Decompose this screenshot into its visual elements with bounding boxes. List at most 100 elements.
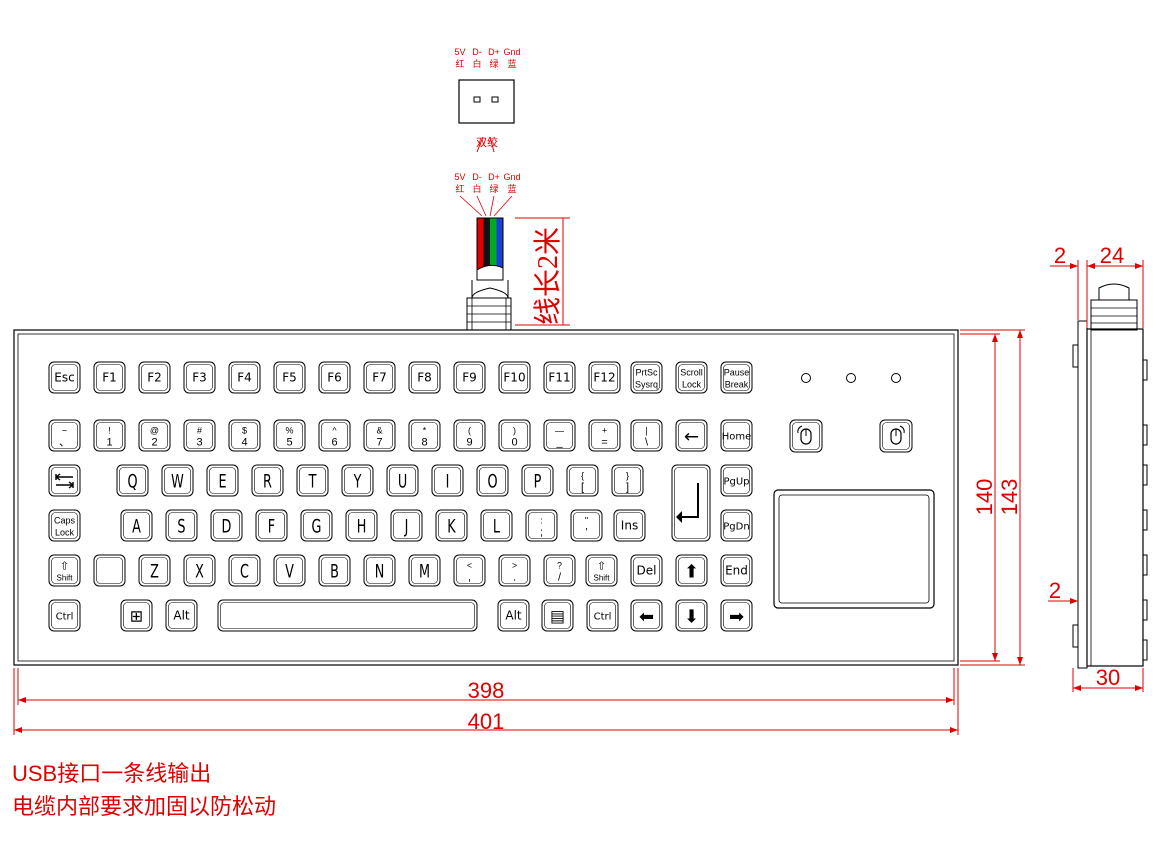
key-label: F4 — [237, 371, 252, 385]
key: P — [521, 464, 554, 497]
key-label: Alt — [505, 609, 522, 623]
key: —_ — [543, 419, 576, 452]
key-inner — [96, 422, 123, 449]
key-label-upper: ^ — [332, 426, 337, 436]
wire-pointer — [489, 195, 495, 217]
key-cap — [273, 419, 306, 452]
key-inner — [591, 364, 618, 391]
key-cap — [120, 509, 153, 542]
dimension-arrow — [14, 727, 22, 733]
key-label-upper: ) — [513, 426, 516, 436]
key: J — [390, 509, 423, 542]
key-cap — [183, 361, 216, 394]
key-inner — [528, 512, 555, 539]
key-inner — [141, 557, 168, 584]
usb-bottom-color-label: 白 — [472, 183, 481, 194]
key-inner — [51, 467, 78, 494]
key-label-upper: Caps — [54, 516, 76, 526]
key: O — [476, 464, 509, 497]
key-cap — [671, 464, 711, 542]
touchpad-bezel — [773, 489, 935, 609]
key: ⬆ — [675, 554, 708, 587]
key-label: D — [222, 515, 232, 537]
key-label: F1 — [102, 371, 117, 385]
key-inner — [456, 422, 483, 449]
key-label-upper: " — [585, 516, 588, 526]
mouse-cable — [899, 425, 905, 434]
mouse-button-key — [879, 419, 913, 453]
key-cap — [675, 599, 708, 632]
key: F2 — [138, 361, 171, 394]
key-label: I — [446, 470, 450, 492]
usb-top-pin-label: D+ — [488, 47, 500, 57]
key-inner — [614, 467, 641, 494]
side-detail — [1072, 624, 1079, 648]
key: C — [228, 554, 261, 587]
usb-top-color-label: 绿 — [489, 58, 498, 69]
key: N — [363, 554, 396, 587]
key-label-lower: Lock — [682, 380, 702, 390]
usb-top-color-label: 蓝 — [507, 58, 516, 69]
key-label: M — [419, 560, 430, 582]
key-cap — [498, 554, 531, 587]
key-cap — [498, 419, 531, 452]
key-label-lower: ; — [540, 527, 543, 539]
backspace-icon: ← — [684, 427, 699, 448]
key-inner — [366, 422, 393, 449]
key-inner — [123, 512, 150, 539]
side-key-profile — [1142, 639, 1148, 661]
key-inner — [51, 364, 78, 391]
key-inner — [434, 467, 461, 494]
key: F12 — [588, 361, 621, 394]
usb-bottom-pin-label: D+ — [488, 172, 500, 182]
usb-bottom-color-label: 蓝 — [507, 183, 516, 194]
dimension-arrow — [992, 334, 998, 342]
key-inner — [258, 512, 285, 539]
side-key-profile — [1142, 599, 1148, 621]
key-label-upper: : — [540, 516, 543, 526]
key-inner — [276, 422, 303, 449]
key-cap — [318, 419, 351, 452]
key-inner — [588, 557, 615, 584]
usb-top-color-label: 红 — [455, 58, 464, 69]
key-cap — [453, 361, 486, 394]
key: %5 — [273, 419, 306, 452]
key-label: N — [375, 560, 385, 582]
key-inner — [723, 557, 750, 584]
key-inner — [321, 422, 348, 449]
key-label: T — [308, 470, 317, 492]
key-label: L — [493, 515, 500, 537]
key-inner — [500, 602, 527, 629]
key: <, — [453, 554, 486, 587]
key-label: Ctrl — [56, 612, 74, 623]
key-inner — [483, 512, 510, 539]
key-inner — [96, 557, 123, 584]
key-inner — [141, 364, 168, 391]
side-front-plate — [1077, 320, 1088, 669]
key-label: Ctrl — [594, 612, 612, 623]
key-label: R — [263, 470, 272, 492]
cable-boot — [471, 280, 509, 299]
key-label: F10 — [503, 371, 525, 385]
key-cap — [431, 464, 464, 497]
key-cap — [408, 554, 441, 587]
key-cap — [386, 464, 419, 497]
key-cap — [206, 464, 239, 497]
key-inner — [524, 467, 551, 494]
arrow-up-icon: ⬆ — [684, 562, 699, 583]
key-inner — [220, 602, 475, 629]
key-label-lower: / — [558, 572, 562, 584]
key-cap — [116, 464, 149, 497]
key-inner — [723, 512, 750, 539]
key-inner — [141, 422, 168, 449]
key — [671, 464, 711, 542]
mouse-key-inner — [882, 422, 910, 450]
dim-side-depth-bottom: 30 — [1096, 665, 1120, 690]
key-cap — [585, 554, 618, 587]
key-label-lower: ] — [626, 482, 629, 494]
key-cap — [341, 464, 374, 497]
key-inner — [123, 602, 150, 629]
dim-side-plate-top: 2 — [1054, 243, 1066, 268]
keyboard-side-view — [1072, 283, 1148, 669]
